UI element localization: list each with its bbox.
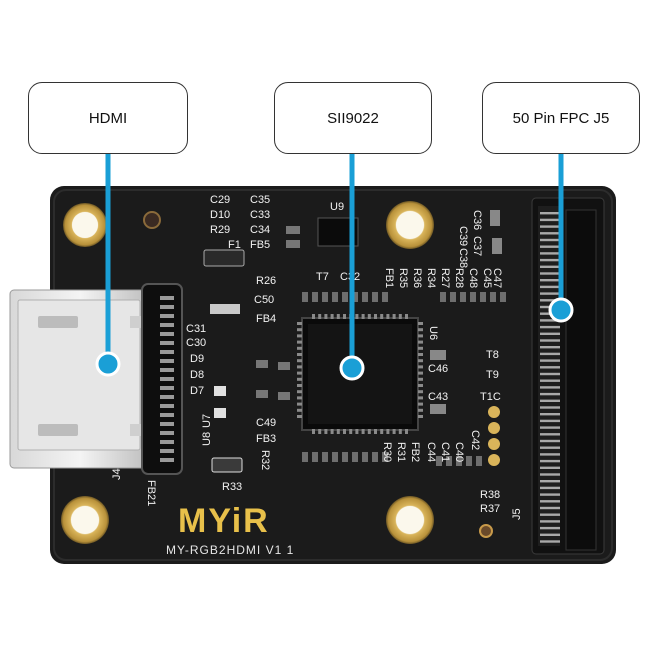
label-c42: C42 xyxy=(469,430,481,450)
callout-sii9022: SII9022 xyxy=(274,82,432,154)
label-c38: C38 xyxy=(457,248,469,268)
callout-fpc: 50 Pin FPC J5 xyxy=(482,82,640,154)
callout-hdmi: HDMI xyxy=(28,82,188,154)
label-r38: R38 xyxy=(480,489,500,501)
label-c37: C37 xyxy=(471,236,483,256)
mounting-hole-bottom-left xyxy=(61,496,109,544)
mounting-hole-top-center xyxy=(386,201,434,249)
hdmi-connector xyxy=(9,283,183,475)
label-d9: D9 xyxy=(190,353,204,365)
label-t9: T9 xyxy=(486,369,499,381)
label-r31: R31 xyxy=(395,442,407,462)
label-r32: R32 xyxy=(259,450,271,470)
brand-logo-text: MYiR xyxy=(178,502,270,540)
mounting-hole-top-left xyxy=(63,203,107,247)
smd-components xyxy=(203,210,506,473)
label-d10: D10 xyxy=(210,209,230,221)
label-u8: U8 xyxy=(201,432,213,446)
label-c36: C36 xyxy=(471,210,483,230)
label-c48: C48 xyxy=(467,268,479,288)
label-t8: T8 xyxy=(486,349,499,361)
label-c31: C31 xyxy=(186,323,206,335)
pointer-dot-fpc xyxy=(548,297,574,323)
callout-pointers xyxy=(95,154,574,381)
label-u7: U7 xyxy=(201,414,213,428)
label-r27: R27 xyxy=(439,268,451,288)
label-r33: R33 xyxy=(222,481,242,493)
label-fb4: FB4 xyxy=(256,313,276,325)
mounting-hole-bottom-center xyxy=(386,496,434,544)
label-r34: R34 xyxy=(425,268,437,288)
label-c41: C41 xyxy=(439,442,451,462)
label-fb1: FB1 xyxy=(383,268,395,288)
label-c43: C43 xyxy=(428,391,448,403)
label-j5: J5 xyxy=(511,508,523,520)
label-r29: R29 xyxy=(210,224,230,236)
label-c47: C47 xyxy=(491,268,503,288)
label-t7: T7 xyxy=(316,271,329,283)
label-c46: C46 xyxy=(428,363,448,375)
label-r37: R37 xyxy=(480,503,500,515)
label-r36: R36 xyxy=(411,268,423,288)
label-c33: C33 xyxy=(250,209,270,221)
label-c35: C35 xyxy=(250,194,270,206)
fpc-connector xyxy=(531,197,605,555)
label-c45: C45 xyxy=(481,268,493,288)
label-d7: D7 xyxy=(190,385,204,397)
label-c49: C49 xyxy=(256,417,276,429)
label-fb2: FB2 xyxy=(409,442,421,462)
label-r30: R30 xyxy=(381,442,393,462)
label-c39: C39 xyxy=(457,226,469,246)
label-r28: R28 xyxy=(453,268,465,288)
label-u6: U6 xyxy=(427,326,439,340)
label-c30: C30 xyxy=(186,337,206,349)
label-u9: U9 xyxy=(330,201,344,213)
label-f1: F1 xyxy=(228,239,241,251)
label-c40: C40 xyxy=(453,442,465,462)
silkscreen-labels: C29 C35 D10 C33 R29 C34 F1 FB5 U9 T7 C32… xyxy=(111,194,523,520)
label-c44: C44 xyxy=(425,442,437,462)
label-d8: D8 xyxy=(190,369,204,381)
board-model: MY-RGB2HDMI V1 1 xyxy=(166,543,294,557)
label-fb21: FB21 xyxy=(145,480,157,506)
label-fb3: FB3 xyxy=(256,433,276,445)
label-t1c: T1C xyxy=(480,391,501,403)
label-j4: J4 xyxy=(111,468,123,480)
pointer-dot-hdmi xyxy=(95,351,121,377)
label-c29: C29 xyxy=(210,194,230,206)
label-r26: R26 xyxy=(256,275,276,287)
label-r35: R35 xyxy=(397,268,409,288)
pointer-dot-sii9022 xyxy=(339,355,365,381)
label-c34: C34 xyxy=(250,224,270,236)
label-c50: C50 xyxy=(254,294,274,306)
label-fb5: FB5 xyxy=(250,239,270,251)
